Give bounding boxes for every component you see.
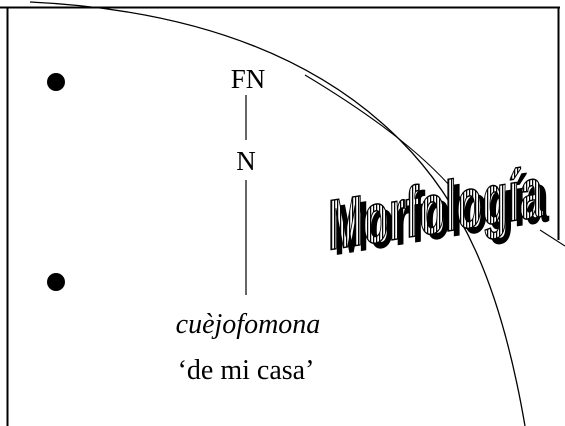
tree-root-label: FN xyxy=(231,64,266,94)
bullet-2 xyxy=(47,273,65,291)
title-wordart-group: Morfología Morfología xyxy=(327,151,549,271)
decorative-arc-inner xyxy=(304,74,463,201)
decorative-arc-tail xyxy=(539,229,565,247)
tree-head-label: N xyxy=(236,146,256,176)
bullet-1 xyxy=(47,73,65,91)
tree-leaf-word: cuèjofomona xyxy=(176,309,321,340)
tree-gloss: ‘de mi casa’ xyxy=(178,355,315,386)
decorative-arc-outer xyxy=(29,1,526,426)
